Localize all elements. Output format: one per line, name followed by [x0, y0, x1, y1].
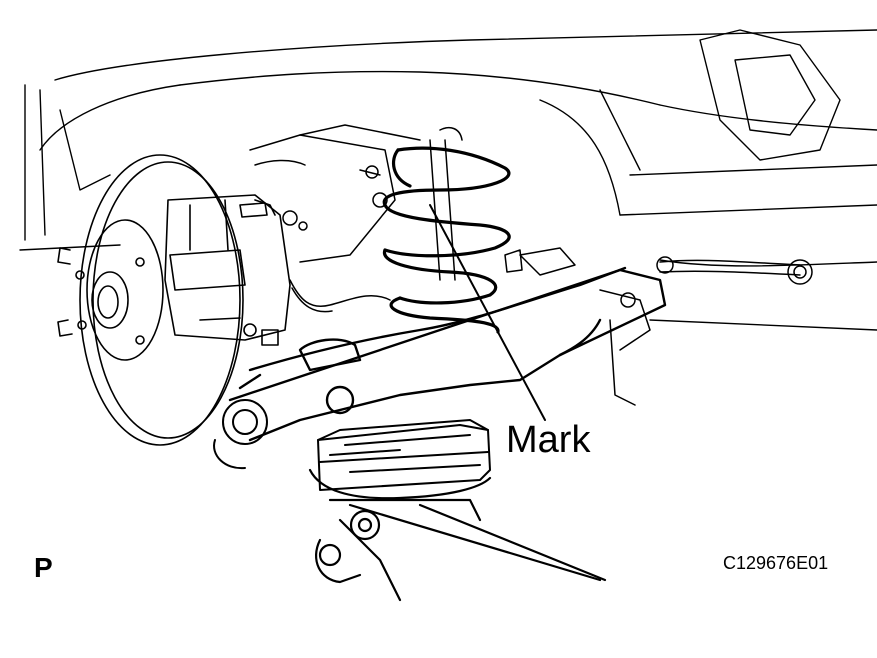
upper-bracket — [249, 124, 421, 263]
floor-jack — [308, 468, 607, 602]
brake-disc — [57, 154, 244, 446]
shock-absorber — [429, 127, 463, 281]
brake-hose — [289, 279, 391, 313]
mark-leader-line — [429, 204, 546, 421]
vehicle-underbody — [19, 29, 877, 331]
view-letter-label: P — [34, 552, 53, 583]
lower-control-arm — [228, 266, 667, 442]
mark-callout-label: Mark — [506, 419, 591, 461]
brake-caliper — [164, 194, 291, 346]
coil-spring — [382, 146, 511, 334]
stabilizer-link — [504, 247, 813, 406]
arm-bushing — [213, 399, 268, 470]
wooden-block — [317, 419, 491, 491]
figure-code-label: C129676E01 — [723, 553, 829, 573]
